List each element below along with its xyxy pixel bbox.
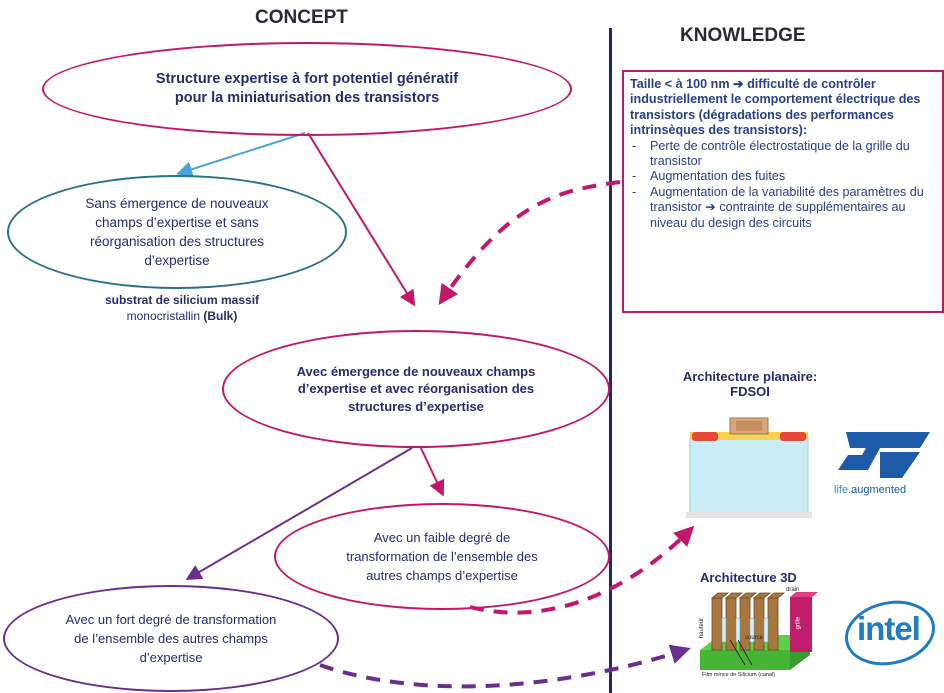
- dashed-link-knowledge-to-with: [438, 180, 621, 305]
- planar-caption: Architecture planaire: FDSOI: [640, 369, 860, 399]
- arrow-top-to-without: [176, 132, 306, 177]
- planar-name: FDSOI: [730, 384, 770, 399]
- st-tagline-life: life: [834, 484, 849, 496]
- knowledge-head: Taille < à 100 nm ➔ difficulté de contrô…: [630, 77, 921, 138]
- knowledge-heading: KNOWLEDGE: [680, 25, 806, 46]
- substrate-normal: monocristallin: [126, 309, 200, 323]
- node-top-structure: Structure expertise à fort potentiel gén…: [42, 42, 572, 136]
- knowledge-list: Perte de contrôle électrostatique de la …: [630, 139, 938, 231]
- fin-label-film: Film mince de Silicium (canal): [702, 672, 776, 678]
- knowledge-box: Taille < à 100 nm ➔ difficulté de contrô…: [622, 70, 944, 313]
- threed-caption: Architecture 3D: [700, 570, 797, 585]
- arrow-with-to-low: [419, 445, 445, 497]
- fin-label-source: source: [745, 635, 764, 641]
- column-divider: [609, 28, 612, 693]
- knowledge-item: Augmentation de la variabilité des param…: [630, 185, 938, 231]
- knowledge-item: Perte de contrôle électrostatique de la …: [630, 139, 938, 170]
- planar-title: Architecture planaire:: [682, 369, 818, 384]
- node-low-text: Avec un faible degré de transformation d…: [346, 530, 538, 583]
- st-tagline-augmented: .augmented: [848, 484, 907, 496]
- intel-wordmark: intel: [857, 610, 921, 647]
- substrate-note: substrat de silicium massif monocristall…: [57, 292, 307, 324]
- node-without-emergence: Sans émergence de nouveaux champs d’expe…: [7, 175, 347, 289]
- concept-heading: CONCEPT: [255, 7, 348, 28]
- node-high-transformation: Avec un fort degré de transformation de …: [3, 585, 339, 692]
- arrow-top-to-with: [307, 132, 416, 307]
- node-with-text: Avec émergence de nouveaux champs d’expe…: [296, 363, 536, 414]
- st-tagline: life.augmented: [834, 484, 906, 496]
- dashed-link-low-to-fdsoi: [469, 525, 695, 615]
- arrow-with-to-high: [185, 447, 413, 581]
- fin-label-drain: drain: [786, 587, 800, 593]
- node-low-transformation: Avec un faible degré de transformation d…: [274, 503, 610, 610]
- node-without-text: Sans émergence de nouveaux champs d’expe…: [85, 196, 269, 268]
- node-high-text: Avec un fort degré de transformation de …: [65, 612, 277, 665]
- substrate-bold: substrat de silicium massif: [104, 293, 260, 307]
- dashed-link-high-to-3d: [319, 644, 691, 689]
- knowledge-item: Augmentation des fuites: [630, 169, 938, 185]
- node-with-emergence: Avec émergence de nouveaux champs d’expe…: [222, 330, 610, 448]
- node-top-text: Structure expertise à fort potentiel gén…: [155, 71, 459, 106]
- substrate-bulk: (Bulk): [203, 309, 238, 323]
